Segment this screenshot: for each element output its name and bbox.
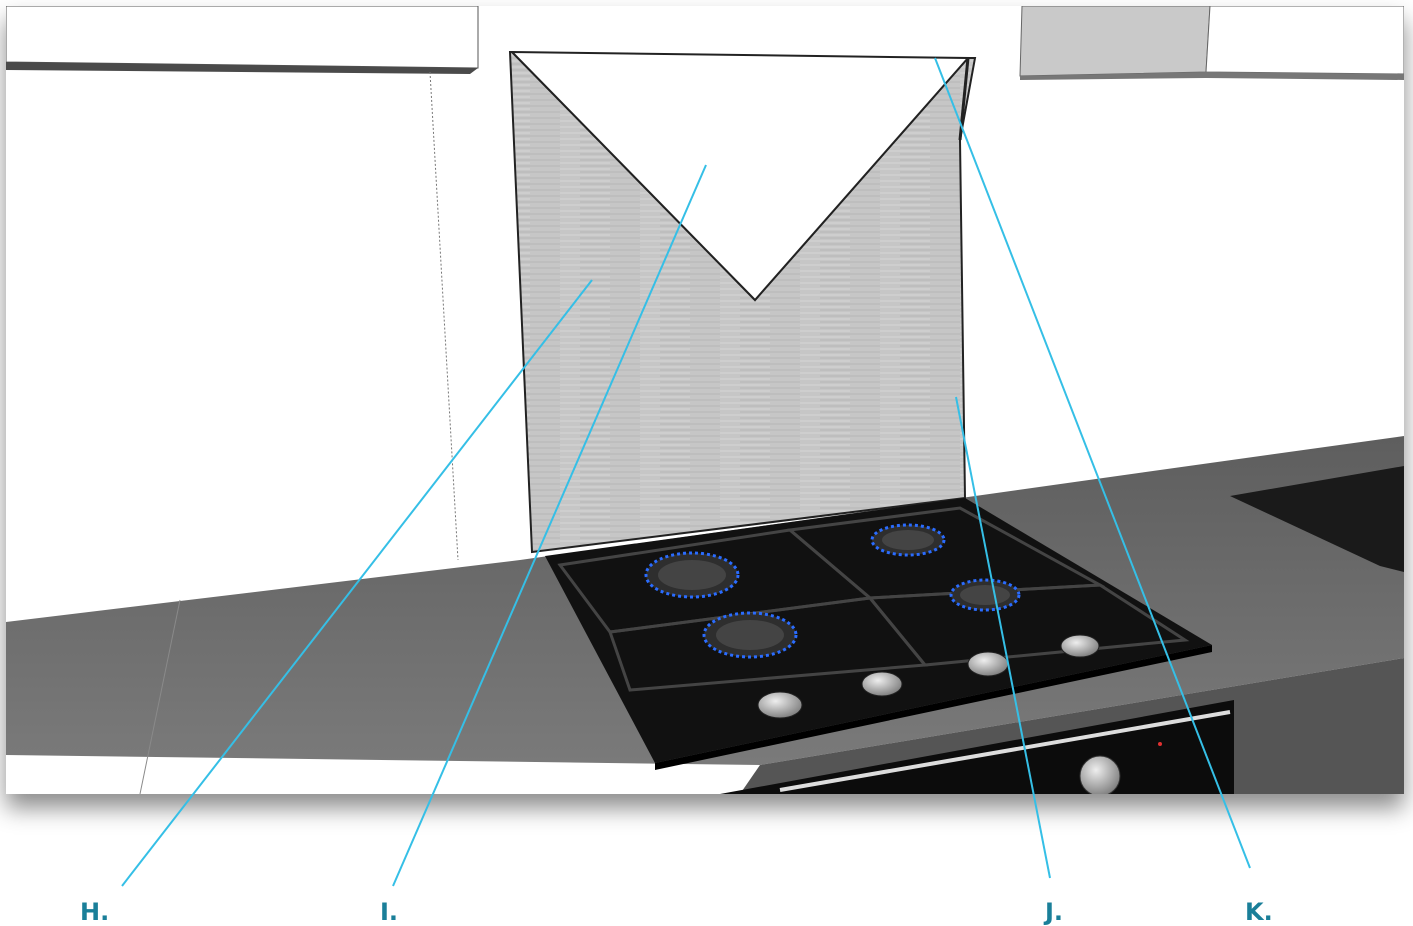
burner xyxy=(646,553,738,597)
callout-label-k: K. xyxy=(1245,900,1273,924)
knob xyxy=(1061,635,1099,657)
knob xyxy=(758,692,802,718)
upper-cabinet-right xyxy=(1020,6,1404,80)
knob xyxy=(968,652,1008,676)
kitchen-scene xyxy=(6,6,1404,794)
upper-cabinet-left xyxy=(6,6,478,74)
burner xyxy=(951,580,1019,610)
burner xyxy=(872,525,944,555)
kitchen-render xyxy=(6,6,1404,794)
callout-label-h: H. xyxy=(80,900,109,924)
backsplash-panel xyxy=(510,52,975,552)
callout-label-j: J. xyxy=(1045,900,1063,924)
burner xyxy=(704,613,796,657)
knob xyxy=(862,672,902,696)
callout-label-i: I. xyxy=(380,900,398,924)
